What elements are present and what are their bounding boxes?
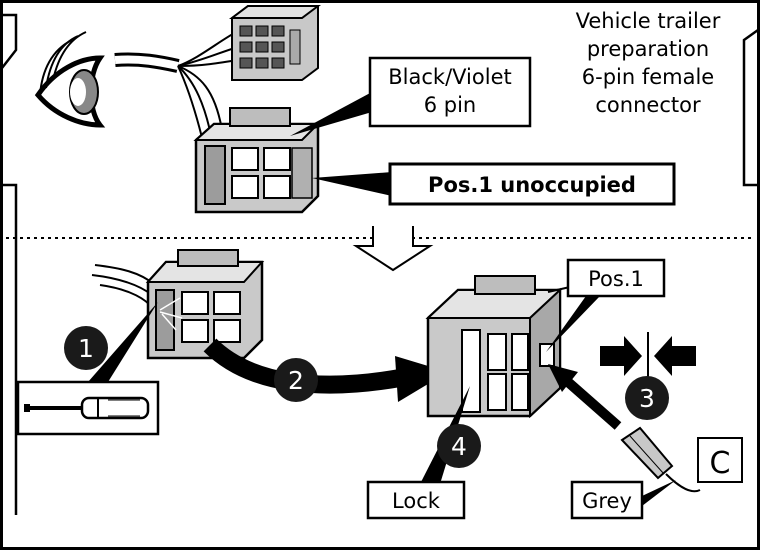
- position-note-box: [388, 162, 676, 206]
- header-line1: Vehicle trailer: [576, 9, 721, 33]
- pos1-leader: [546, 296, 600, 352]
- header-line2: preparation: [587, 37, 709, 61]
- multi-pin-connector: [229, 5, 321, 81]
- six-pin-connector-bottom-left: [145, 249, 265, 360]
- step-1-badge: [64, 326, 108, 370]
- lock-label: Lock: [392, 489, 441, 513]
- step-4-label: 4: [451, 432, 467, 461]
- step-2-arrowhead: [395, 356, 448, 402]
- left-bracket: [1, 13, 18, 515]
- step-2-label: 2: [288, 366, 304, 395]
- position-note-text: Pos.1 unoccupied: [428, 173, 636, 197]
- connector-label-line2: 6 pin: [424, 93, 477, 117]
- six-pin-connector-bottom-right: [425, 275, 593, 419]
- connector-label-box: [368, 56, 532, 128]
- right-bracket: [742, 28, 759, 187]
- push-arrows-icon: [600, 332, 696, 380]
- label-leader-black-violet: [290, 92, 372, 136]
- step-3-badge: [625, 376, 669, 420]
- insertion-arrowhead: [548, 364, 578, 392]
- header-text: Vehicle trailer preparation 6-pin female…: [576, 9, 721, 117]
- down-arrow-icon: [352, 226, 434, 272]
- grey-leader: [642, 480, 676, 506]
- step-3-label: 3: [639, 384, 655, 413]
- contact-letter: C: [710, 446, 731, 481]
- grey-label-box: [570, 480, 644, 520]
- step-2-badge: [274, 358, 318, 402]
- header-line4: connector: [595, 93, 701, 117]
- pos1-label: Pos.1: [588, 267, 644, 291]
- connector-wires-left: [91, 264, 156, 306]
- header-line3: 6-pin female: [582, 65, 714, 89]
- step-1-label: 1: [78, 334, 94, 363]
- grey-label: Grey: [582, 489, 632, 513]
- label-leader-pos1-unoccupied: [312, 172, 392, 196]
- tool-leader: [88, 302, 158, 382]
- contact-terminal: [620, 426, 701, 493]
- screwdriver-icon: [24, 396, 150, 420]
- connector-label-line1: Black/Violet: [388, 65, 511, 89]
- eye-icon: [34, 31, 106, 128]
- lock-label-box: [366, 480, 466, 520]
- pos1-label-box: [566, 258, 666, 298]
- contact-letter-box: [697, 437, 743, 483]
- insertion-arrow: [564, 378, 622, 430]
- step-4-badge: [437, 424, 481, 468]
- six-pin-connector-top: [193, 107, 321, 214]
